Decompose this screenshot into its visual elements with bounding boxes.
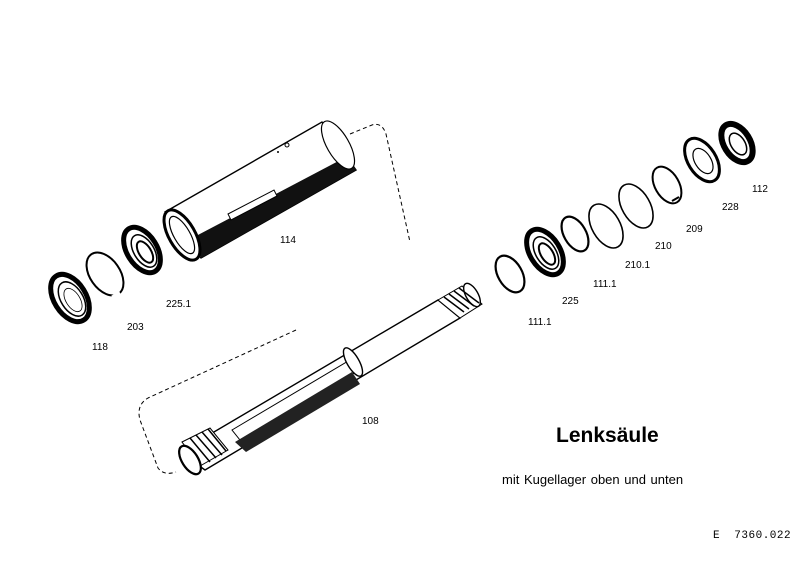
diagram-subtitle: mit Kugellager oben und unten bbox=[502, 472, 684, 487]
part-label-210-1: 210.1 bbox=[625, 260, 650, 271]
part-label-203: 203 bbox=[127, 322, 144, 333]
part-label-118: 118 bbox=[92, 342, 108, 353]
part-label-111-1-upper: 111.1 bbox=[593, 279, 617, 290]
seal-ring-118 bbox=[48, 271, 92, 325]
column-tube-114 bbox=[162, 120, 358, 262]
assembly-guide-upper bbox=[349, 123, 411, 243]
steering-shaft-108 bbox=[178, 282, 483, 476]
circlip-203 bbox=[85, 251, 125, 299]
ball-bearing-225-1 bbox=[121, 224, 163, 276]
part-label-210: 210 bbox=[655, 241, 672, 252]
diagram-title: Lenksäule bbox=[556, 424, 659, 447]
ball-bearing-225 bbox=[524, 226, 566, 278]
diagram-reference-number: E 7360.022 bbox=[713, 530, 792, 542]
ring-210-1 bbox=[588, 203, 624, 249]
part-label-225: 225 bbox=[562, 296, 579, 307]
part-label-111-1-lower: 111.1 bbox=[528, 317, 552, 328]
part-label-209: 209 bbox=[686, 224, 703, 235]
part-label-108: 108 bbox=[362, 416, 379, 427]
part-label-228: 228 bbox=[722, 202, 739, 213]
part-label-114: 114 bbox=[280, 235, 296, 246]
washer-228 bbox=[683, 136, 721, 184]
part-label-112: 112 bbox=[752, 184, 768, 195]
nut-112 bbox=[718, 120, 756, 166]
spring-ring-209 bbox=[651, 165, 683, 205]
circlip-111-1-lower bbox=[494, 254, 526, 294]
ring-210 bbox=[618, 183, 654, 229]
assembly-guide-lower bbox=[138, 329, 297, 474]
circlip-111-1-upper bbox=[560, 215, 590, 253]
part-label-225-1: 225.1 bbox=[166, 299, 191, 310]
